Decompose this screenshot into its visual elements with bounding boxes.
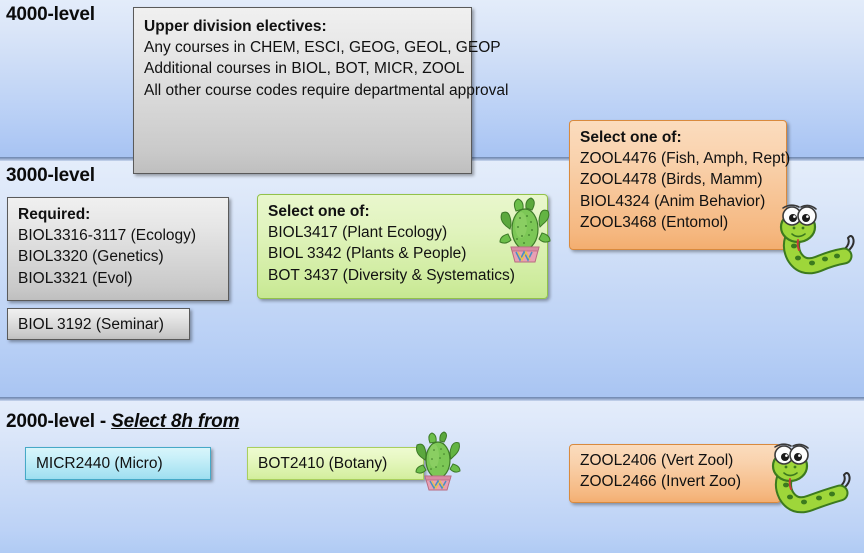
box-plants-3000-select-one[interactable]: Select one of: BIOL3417 (Plant Ecology) … — [257, 194, 548, 299]
level-heading-2000-emphasis: Select 8h from — [111, 411, 240, 432]
level-heading-2000: 2000-level - Select 8h from — [6, 411, 239, 433]
box-header: Upper division electives: — [144, 18, 327, 35]
box-required-3000[interactable]: Required: BIOL3316-3117 (Ecology) BIOL33… — [7, 197, 229, 301]
course-line: Any courses in CHEM, ESCI, GEOG, GEOL, G… — [144, 39, 501, 57]
box-header: Select one of: — [268, 203, 370, 220]
course-line: BOT 3437 (Diversity & Systematics) — [268, 266, 515, 284]
box-header: Required: — [18, 206, 91, 223]
level-heading-3000: 3000-level — [6, 165, 95, 186]
course-line: ZOOL2466 (Invert Zoo) — [580, 473, 742, 491]
box-bot2410[interactable]: BOT2410 (Botany) — [247, 447, 424, 480]
course-line: ZOOL3468 (Entomol) — [580, 213, 729, 231]
box-zoology-2000[interactable]: ZOOL2406 (Vert Zool) ZOOL2466 (Invert Zo… — [569, 444, 781, 503]
course-line: ZOOL4478 (Birds, Mamm) — [580, 171, 763, 189]
box-header: Select one of: — [580, 129, 682, 146]
course-line: BOT2410 (Botany) — [258, 455, 388, 472]
course-line: BIOL4324 (Anim Behavior) — [580, 192, 766, 210]
level-heading-4000: 4000-level — [6, 4, 95, 25]
course-line: Additional courses in BIOL, BOT, MICR, Z… — [144, 60, 465, 78]
course-line: BIOL 3342 (Plants & People) — [268, 245, 467, 263]
box-zoology-4000-select-one[interactable]: Select one of: ZOOL4476 (Fish, Amph, Rep… — [569, 120, 791, 250]
box-upper-division-electives[interactable]: Upper division electives: Any courses in… — [133, 7, 509, 174]
course-line: All other course codes require departmen… — [144, 81, 509, 99]
snake-icon — [762, 437, 858, 517]
band-divider-lower — [0, 397, 864, 401]
box-seminar-3192[interactable]: BIOL 3192 (Seminar) — [7, 308, 190, 340]
course-line: BIOL3321 (Evol) — [18, 269, 133, 287]
course-line: BIOL3417 (Plant Ecology) — [268, 224, 448, 242]
snake-icon — [770, 196, 862, 278]
course-line: MICR2440 (Micro) — [36, 455, 163, 472]
box-micr2440[interactable]: MICR2440 (Micro) — [25, 447, 211, 480]
course-line: ZOOL4476 (Fish, Amph, Rept) — [580, 150, 791, 168]
course-line: BIOL3316-3117 (Ecology) — [18, 227, 197, 245]
course-line: ZOOL2406 (Vert Zool) — [580, 452, 734, 469]
course-line: BIOL3320 (Genetics) — [18, 248, 164, 266]
cactus-icon — [496, 196, 554, 264]
course-line: BIOL 3192 (Seminar) — [18, 316, 164, 333]
cactus-icon — [412, 430, 464, 492]
level-heading-2000-prefix: 2000-level - — [6, 411, 112, 432]
